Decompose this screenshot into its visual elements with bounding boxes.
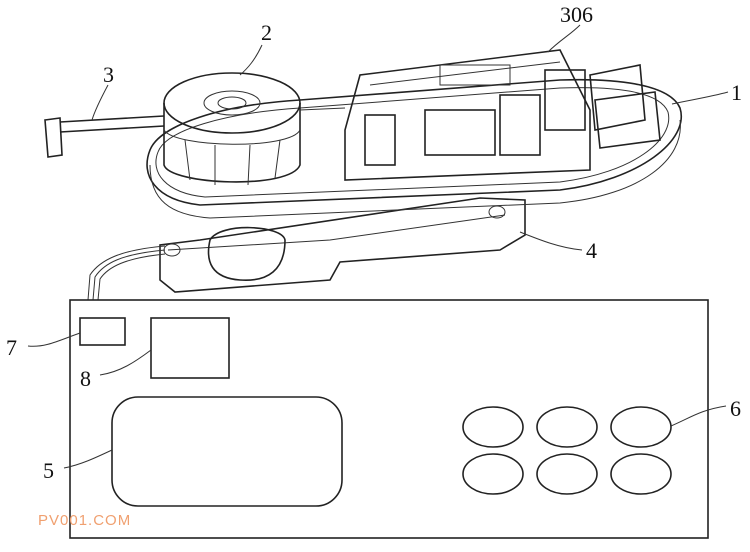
button-oval	[610, 453, 672, 495]
button-oval	[536, 406, 598, 448]
button-oval	[462, 453, 524, 495]
display-screen-5	[111, 396, 343, 507]
label-8: 8	[80, 366, 91, 391]
label-306: 306	[560, 2, 593, 27]
button-oval	[610, 406, 672, 448]
button-group-6	[462, 406, 672, 495]
label-7: 7	[6, 335, 17, 360]
component-8	[150, 317, 230, 379]
leader-lines	[27, 24, 729, 469]
button-oval	[462, 406, 524, 448]
label-6: 6	[730, 396, 741, 421]
button-oval	[536, 453, 598, 495]
control-board	[69, 299, 709, 539]
label-5: 5	[43, 458, 54, 483]
label-2: 2	[261, 20, 272, 45]
label-3: 3	[103, 62, 114, 87]
watermark: PV001.COM	[38, 512, 132, 529]
label-1: 1	[731, 80, 742, 105]
device-assembly	[44, 49, 683, 301]
component-7	[79, 317, 126, 346]
label-4: 4	[586, 238, 597, 263]
